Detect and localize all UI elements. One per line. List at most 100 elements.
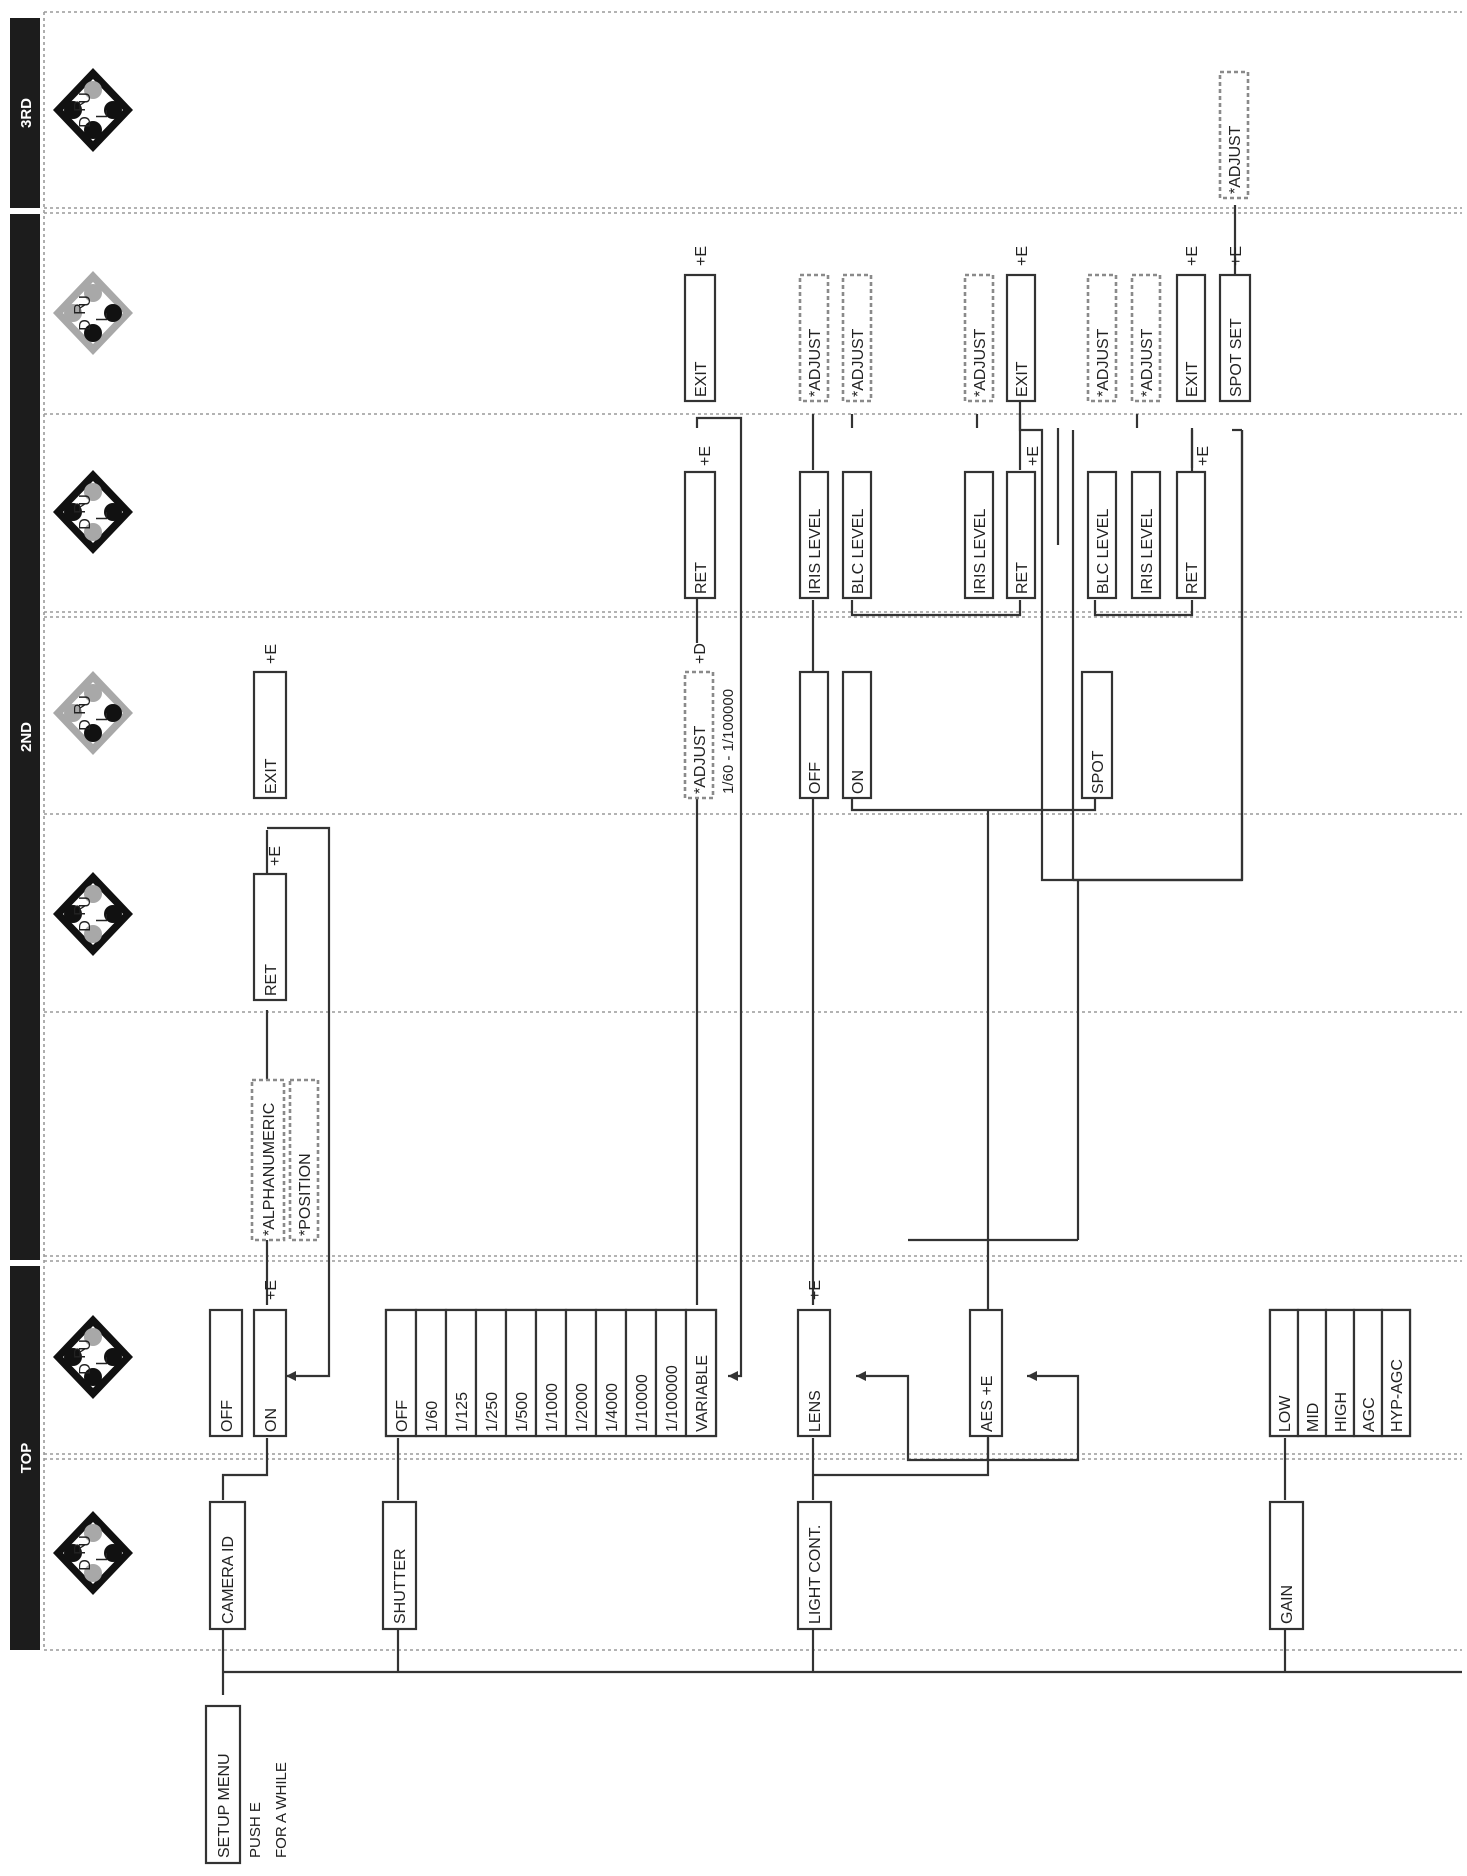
key-down-icon xyxy=(104,704,122,722)
camera-id-on-box[interactable] xyxy=(252,1308,288,1438)
adjust-spot-blc-label: *ADJUST xyxy=(1095,328,1112,397)
shutter-option-label: 1/1000 xyxy=(544,1383,561,1432)
camera-id-off-box[interactable] xyxy=(208,1308,244,1438)
svg-text:L: L xyxy=(94,1552,111,1561)
shutter-option-box[interactable] xyxy=(654,1308,688,1438)
ret-on-push-label: +E xyxy=(1025,446,1042,466)
shutter-submenu: *ADJUST +D 1/60 - 1/100000 RET +E EXIT +… xyxy=(683,246,737,800)
camera-id-box[interactable] xyxy=(208,1500,247,1631)
spot-set-push-label: +E xyxy=(1228,246,1245,266)
svg-text:L: L xyxy=(94,712,111,721)
shutter-adjust-box[interactable] xyxy=(683,670,715,800)
camera-id-ret-label: RET xyxy=(263,964,280,996)
adjust-on-blc-label: *ADJUST xyxy=(850,328,867,397)
camera-id-ret-box[interactable] xyxy=(252,872,288,1002)
iris-level-spot-label: IRIS LEVEL xyxy=(1139,509,1156,594)
svg-text:R: R xyxy=(72,1347,89,1359)
exit-spot-push-label: +E xyxy=(1184,246,1201,266)
ret-spot-box[interactable] xyxy=(1175,470,1207,600)
exit-on-push-label: +E xyxy=(1014,246,1031,266)
keypad-icon: U D R L xyxy=(53,1511,133,1595)
adjust-spot-iris-box[interactable] xyxy=(1130,273,1162,403)
shutter-option-box[interactable] xyxy=(474,1308,508,1438)
keypad-icon: U D R L xyxy=(53,671,133,755)
adjust-on-iris-box[interactable] xyxy=(963,273,995,403)
exit-on-label: EXIT xyxy=(1014,361,1031,397)
shutter-option-box[interactable] xyxy=(534,1308,568,1438)
key-left-icon xyxy=(84,1564,102,1582)
svg-text:D: D xyxy=(77,920,94,932)
camera-id-ret-push-label: +E xyxy=(267,846,284,866)
gain-option-label: AGC xyxy=(1361,1397,1378,1432)
gain-option-box[interactable] xyxy=(1380,1308,1412,1438)
svg-text:R: R xyxy=(72,303,89,315)
shutter-option-label: 1/250 xyxy=(484,1392,501,1432)
gain-option-box[interactable] xyxy=(1324,1308,1356,1438)
light-control-label: LIGHT CONT. xyxy=(807,1525,824,1624)
blc-on-box[interactable] xyxy=(841,670,873,800)
blc-level-box[interactable] xyxy=(841,470,873,600)
position-label: *POSITION xyxy=(297,1153,314,1236)
spot-box[interactable] xyxy=(1080,670,1114,800)
shutter-box[interactable] xyxy=(381,1500,418,1631)
shutter-option-box[interactable] xyxy=(444,1308,478,1438)
svg-text:R: R xyxy=(72,100,89,112)
key-left-icon xyxy=(84,1368,102,1386)
key-down-icon xyxy=(104,101,122,119)
shutter-label: SHUTTER xyxy=(392,1548,409,1624)
adjust-off-iris-box[interactable] xyxy=(798,273,830,403)
key-right-icon xyxy=(84,483,102,501)
aes-box[interactable] xyxy=(968,1308,1004,1438)
level-label-top: TOP xyxy=(18,1443,35,1474)
svg-text:L: L xyxy=(94,312,111,321)
alphanumeric-box[interactable] xyxy=(250,1078,286,1242)
svg-text:R: R xyxy=(72,904,89,916)
shutter-option-label: 1/500 xyxy=(514,1392,531,1432)
key-left-icon xyxy=(84,925,102,943)
blc-off-box[interactable] xyxy=(798,670,830,800)
light-control-box[interactable] xyxy=(796,1500,833,1631)
svg-text:D: D xyxy=(77,1363,94,1375)
blc-level-spot-label: BLC LEVEL xyxy=(1095,509,1112,594)
position-box[interactable] xyxy=(288,1078,320,1242)
camera-id-push-label: +E xyxy=(263,1280,280,1300)
adjust-on-blc-box[interactable] xyxy=(841,273,873,403)
shutter-ret-label: RET xyxy=(693,562,710,594)
svg-text:U: U xyxy=(77,295,94,307)
key-up-icon xyxy=(64,1348,82,1366)
svg-text:D: D xyxy=(77,1559,94,1571)
iris-level-box[interactable] xyxy=(798,470,830,600)
iris-level-on-box[interactable] xyxy=(963,470,995,600)
spot-adjust-box[interactable] xyxy=(1218,70,1250,200)
ret-on-box[interactable] xyxy=(1005,470,1037,600)
iris-level-spot-box[interactable] xyxy=(1130,470,1162,600)
push-e-label: PUSH E xyxy=(247,1802,264,1858)
shutter-ret-box[interactable] xyxy=(683,470,717,600)
gain-option-box[interactable] xyxy=(1296,1308,1328,1438)
exit-on-box[interactable] xyxy=(1005,273,1037,403)
shutter-option-box[interactable] xyxy=(684,1308,718,1438)
camera-id-exit-box[interactable] xyxy=(252,670,288,800)
exit-spot-box[interactable] xyxy=(1175,273,1207,403)
gain-option-box[interactable] xyxy=(1268,1308,1300,1438)
gain-box[interactable] xyxy=(1268,1500,1305,1631)
adjust-spot-blc-box[interactable] xyxy=(1086,273,1118,403)
shutter-option-box[interactable] xyxy=(624,1308,658,1438)
blc-level-spot-box[interactable] xyxy=(1086,470,1118,600)
shutter-exit-push-label: +E xyxy=(693,246,710,266)
svg-text:U: U xyxy=(77,695,94,707)
lens-box[interactable] xyxy=(796,1308,832,1438)
svg-text:U: U xyxy=(77,92,94,104)
exit-spot-label: EXIT xyxy=(1184,361,1201,397)
shutter-exit-box[interactable] xyxy=(683,273,717,403)
key-left-icon xyxy=(84,523,102,541)
gain-option-label: HYP-AGC xyxy=(1389,1359,1406,1432)
shutter-option-box[interactable] xyxy=(414,1308,448,1438)
spot-set-box[interactable] xyxy=(1218,273,1252,403)
key-down-icon xyxy=(104,503,122,521)
shutter-exit-label: EXIT xyxy=(693,361,710,397)
level-label-2nd: 2ND xyxy=(18,722,35,752)
